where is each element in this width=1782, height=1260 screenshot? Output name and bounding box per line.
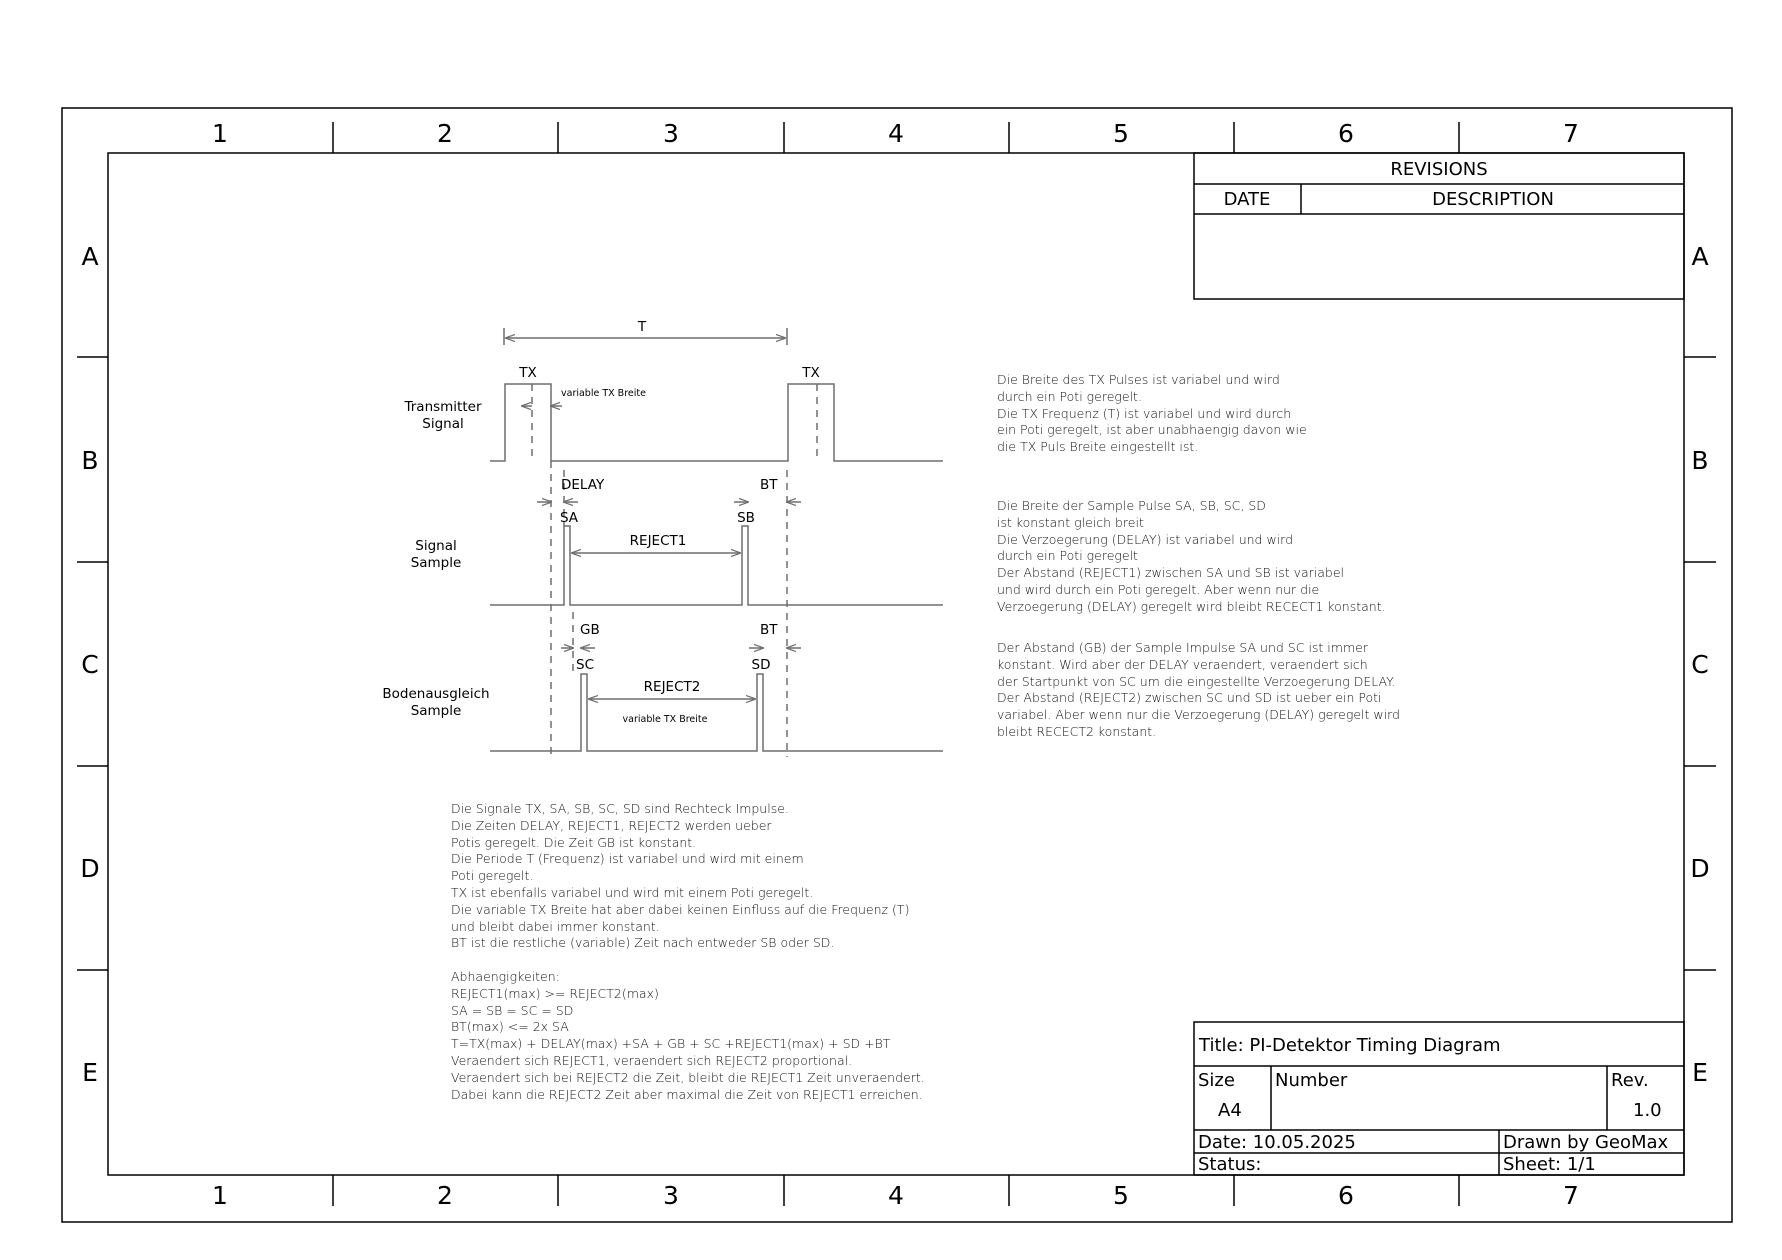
tx-width-note: variable TX Breite [561, 388, 646, 399]
zone-row-b: B [81, 446, 98, 475]
inner-border [107, 152, 1685, 1176]
reject2-note: variable TX Breite [623, 714, 708, 725]
drawn-by-field: Drawn by GeoMax [1503, 1132, 1669, 1153]
zone-col-4: 4 [888, 1181, 904, 1210]
zone-labels-top: 1 2 3 4 5 6 7 [212, 119, 1579, 148]
ground-sample-label-line-2: Sample [411, 703, 462, 719]
sheet-field: Sheet: 1/1 [1503, 1154, 1596, 1175]
zone-col-3: 3 [663, 1181, 679, 1210]
zone-col-6: 6 [1338, 119, 1354, 148]
timing-diagram [490, 328, 943, 757]
gb-label: GB [580, 622, 600, 638]
zone-ticks [77, 122, 1716, 1206]
zone-row-e: E [1692, 1058, 1708, 1087]
transmitter-signal-trace [490, 383, 943, 462]
size-value: A4 [1218, 1100, 1242, 1121]
zone-row-c: C [1691, 650, 1708, 679]
ground-balance-notes: Der Abstand (GB) der Sample Impulse SA u… [997, 640, 1400, 739]
sample-notes: Die Breite der Sample Pulse SA, SB, SC, … [997, 498, 1386, 614]
signal-sample-label-line-2: Sample [411, 555, 462, 571]
revisions-description-header: DESCRIPTION [1432, 189, 1554, 210]
reject2-label: REJECT2 [644, 679, 701, 695]
zone-col-7: 7 [1563, 1181, 1579, 1210]
outer-border [61, 107, 1733, 1223]
ground-sample-trace [490, 673, 943, 752]
zone-col-6: 6 [1338, 1181, 1354, 1210]
zone-col-1: 1 [212, 119, 228, 148]
tx-label-1: TX [518, 365, 537, 381]
title-block: Title: PI-Detektor Timing Diagram Size A… [1193, 1021, 1685, 1176]
sd-label: SD [752, 657, 771, 673]
rev-value: 1.0 [1633, 1100, 1662, 1121]
tx-notes: Die Breite des TX Pulses ist variabel un… [997, 372, 1307, 455]
transmitter-label-line-1: Transmitter [403, 399, 481, 415]
zone-col-2: 2 [437, 119, 453, 148]
sa-label: SA [560, 510, 579, 526]
signal-sample-trace [490, 525, 943, 606]
revisions-block: REVISIONS DATE DESCRIPTION [1193, 152, 1685, 300]
status-field: Status: [1198, 1154, 1261, 1175]
number-label: Number [1275, 1070, 1348, 1091]
zone-col-2: 2 [437, 1181, 453, 1210]
rev-label: Rev. [1611, 1070, 1649, 1091]
zone-row-e: E [82, 1058, 98, 1087]
zone-labels-right: A B C D E [1690, 242, 1709, 1087]
ground-sample-label-line-1: Bodenausgleich [382, 686, 489, 702]
period-label: T [637, 319, 647, 335]
zone-row-d: D [80, 854, 99, 883]
tx-label-2: TX [801, 365, 820, 381]
zone-row-d: D [1690, 854, 1709, 883]
zone-row-a: A [81, 242, 98, 271]
zone-col-1: 1 [212, 1181, 228, 1210]
size-label: Size [1198, 1070, 1235, 1091]
zone-col-7: 7 [1563, 119, 1579, 148]
delay-label: DELAY [561, 477, 605, 493]
date-field: Date: 10.05.2025 [1198, 1132, 1356, 1153]
zone-col-4: 4 [888, 119, 904, 148]
signal-sample-label-line-1: Signal [415, 538, 456, 554]
title-text: Title: PI-Detektor Timing Diagram [1198, 1035, 1501, 1056]
general-notes: Die Signale TX, SA, SB, SC, SD sind Rech… [451, 801, 925, 1102]
zone-labels-bottom: 1 2 3 4 5 6 7 [212, 1181, 1579, 1210]
revisions-date-header: DATE [1224, 189, 1271, 210]
zone-col-5: 5 [1113, 119, 1129, 148]
bt-label-2: BT [760, 622, 778, 638]
bt-label-1: BT [760, 477, 778, 493]
zone-row-a: A [1691, 242, 1708, 271]
zone-col-3: 3 [663, 119, 679, 148]
zone-row-b: B [1691, 446, 1708, 475]
timing-labels: T TX TX variable TX Breite Transmitter S… [382, 319, 819, 725]
sb-label: SB [737, 510, 755, 526]
reject1-label: REJECT1 [630, 533, 687, 549]
transmitter-label-line-2: Signal [422, 416, 463, 432]
drawing-frame [61, 107, 1733, 1223]
zone-col-5: 5 [1113, 1181, 1129, 1210]
sc-label: SC [576, 657, 594, 673]
zone-labels-left: A B C D E [80, 242, 99, 1087]
revisions-title: REVISIONS [1390, 159, 1487, 180]
zone-row-c: C [81, 650, 98, 679]
